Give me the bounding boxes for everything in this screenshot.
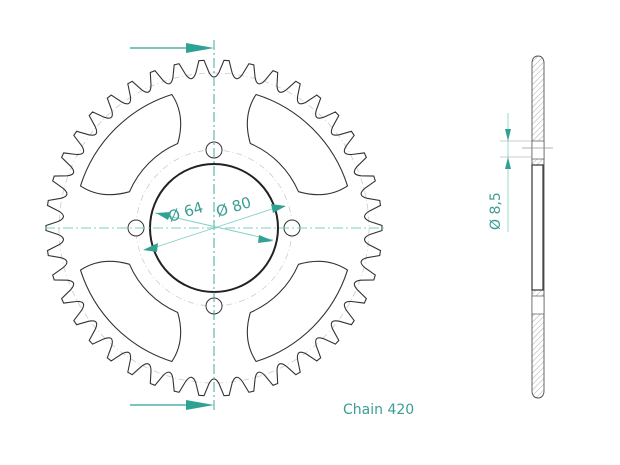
chain-size-label: Chain 420 [343, 402, 414, 418]
section-arrow-top [130, 43, 214, 53]
sprocket-teeth-outline [45, 59, 383, 397]
lightening-cutouts [79, 93, 349, 363]
cutout-window [246, 93, 349, 196]
cutout-window [79, 93, 182, 196]
cutout-window [79, 260, 182, 363]
bolt-hole-dimension: Ø 8,5 [488, 192, 504, 230]
dimension-bolt-circle [154, 212, 274, 243]
dimension-center-hole [143, 204, 286, 252]
center-hole-dimension: Ø 64 [166, 198, 205, 226]
side-section-view [500, 55, 553, 399]
cutout-window [246, 260, 349, 363]
section-arrow-bottom [130, 400, 214, 410]
